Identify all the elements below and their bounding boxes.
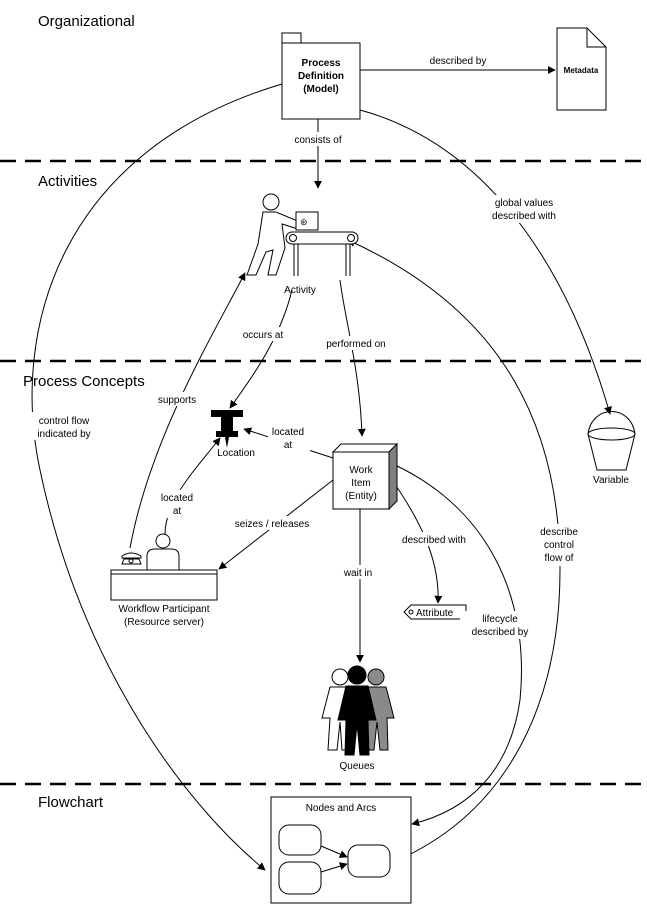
activity-node: ⊛ Activity bbox=[246, 193, 359, 296]
edge-located-at-participant bbox=[164, 437, 221, 536]
activity-label: Activity bbox=[284, 285, 316, 296]
worker-icon bbox=[246, 193, 301, 276]
edge-global-values bbox=[359, 109, 612, 415]
edges bbox=[31, 66, 612, 871]
person-black-icon bbox=[337, 665, 377, 756]
edge-label-performed-on: performed on bbox=[326, 339, 385, 350]
process-definition-node: Process Definition (Model) bbox=[281, 32, 361, 120]
svg-text:⊛: ⊛ bbox=[300, 217, 308, 227]
work-item-node: Work Item (Entity) bbox=[331, 442, 399, 511]
metadata-node: Metadata bbox=[556, 27, 607, 111]
edge-label-describe-control-2: control bbox=[544, 540, 574, 551]
flow-node-top bbox=[278, 824, 322, 856]
flow-node-bottom bbox=[278, 861, 322, 895]
edge-label-lifecycle-1: lifecycle bbox=[482, 614, 518, 625]
section-title-activities: Activities bbox=[38, 173, 97, 190]
variable-label: Variable bbox=[593, 475, 629, 486]
section-title-organizational: Organizational bbox=[38, 13, 135, 30]
edge-lifecycle bbox=[394, 464, 522, 827]
edge-label-occurs-at: occurs at bbox=[243, 330, 284, 341]
edge-label-located-at-item-1: located bbox=[272, 427, 304, 438]
attribute-label: Attribute bbox=[416, 608, 454, 619]
process-definition-label-3: (Model) bbox=[303, 84, 339, 95]
flow-node-right bbox=[347, 844, 391, 878]
workflow-participant-label-1: Workflow Participant bbox=[119, 604, 210, 615]
telephone-icon bbox=[121, 552, 142, 565]
nodes-and-arcs-label: Nodes and Arcs bbox=[306, 803, 377, 814]
conveyor-icon: ⊛ bbox=[285, 211, 359, 276]
attribute-node: Attribute bbox=[403, 604, 467, 620]
edge-label-describe-control-1: describe bbox=[540, 527, 578, 538]
process-definition-label-1: Process bbox=[302, 58, 341, 69]
section-title-flowchart: Flowchart bbox=[38, 794, 104, 811]
edge-occurs-at bbox=[229, 289, 293, 409]
edge-label-consists-of: consists of bbox=[294, 135, 341, 146]
section-title-process-concepts: Process Concepts bbox=[23, 373, 145, 390]
metadata-label: Metadata bbox=[564, 66, 599, 75]
workflow-participant-node: Workflow Participant (Resource server) bbox=[110, 533, 218, 628]
queues-label: Queues bbox=[339, 761, 374, 772]
person-icon bbox=[146, 533, 180, 571]
edge-label-lifecycle-2: described by bbox=[472, 627, 529, 638]
edge-label-supports: supports bbox=[158, 395, 196, 406]
work-item-label-1: Work bbox=[349, 465, 373, 476]
push-pin-icon bbox=[211, 410, 243, 448]
edge-label-described-by: described by bbox=[430, 56, 487, 67]
edge-control-flow bbox=[31, 83, 283, 871]
queues-node: Queues bbox=[321, 665, 395, 772]
edge-label-described-with: described with bbox=[402, 535, 466, 546]
desk-icon bbox=[110, 569, 218, 601]
edge-label-control-flow-2: indicated by bbox=[37, 429, 90, 440]
process-definition-label-2: Definition bbox=[298, 71, 344, 82]
location-label: Location bbox=[217, 448, 255, 459]
flow-arc-bottom bbox=[320, 862, 348, 873]
location-node: Location bbox=[211, 410, 255, 459]
edge-label-control-flow-1: control flow bbox=[39, 416, 90, 427]
variable-node: Variable bbox=[587, 411, 636, 486]
work-item-label-3: (Entity) bbox=[345, 491, 377, 502]
edge-performed-on bbox=[339, 279, 366, 437]
edge-label-global-values-1: global values bbox=[495, 198, 553, 209]
edge-labels: described by consists of global values d… bbox=[29, 56, 583, 639]
edge-label-describe-control-3: flow of bbox=[545, 553, 574, 564]
work-item-label-2: Item bbox=[351, 478, 370, 489]
flow-arc-top bbox=[320, 845, 348, 858]
edge-label-located-at-participant-2: at bbox=[173, 506, 182, 517]
edge-label-seizes-releases: seizes / releases bbox=[235, 519, 309, 530]
edge-describe-control bbox=[347, 239, 561, 861]
edge-label-global-values-2: described with bbox=[492, 211, 556, 222]
edge-label-wait-in: wait in bbox=[343, 568, 372, 579]
workflow-participant-label-2: (Resource server) bbox=[124, 617, 204, 628]
edge-label-located-at-participant-1: located bbox=[161, 493, 193, 504]
edge-label-located-at-item-2: at bbox=[284, 440, 293, 451]
nodes-and-arcs-node: Nodes and Arcs bbox=[270, 796, 412, 904]
